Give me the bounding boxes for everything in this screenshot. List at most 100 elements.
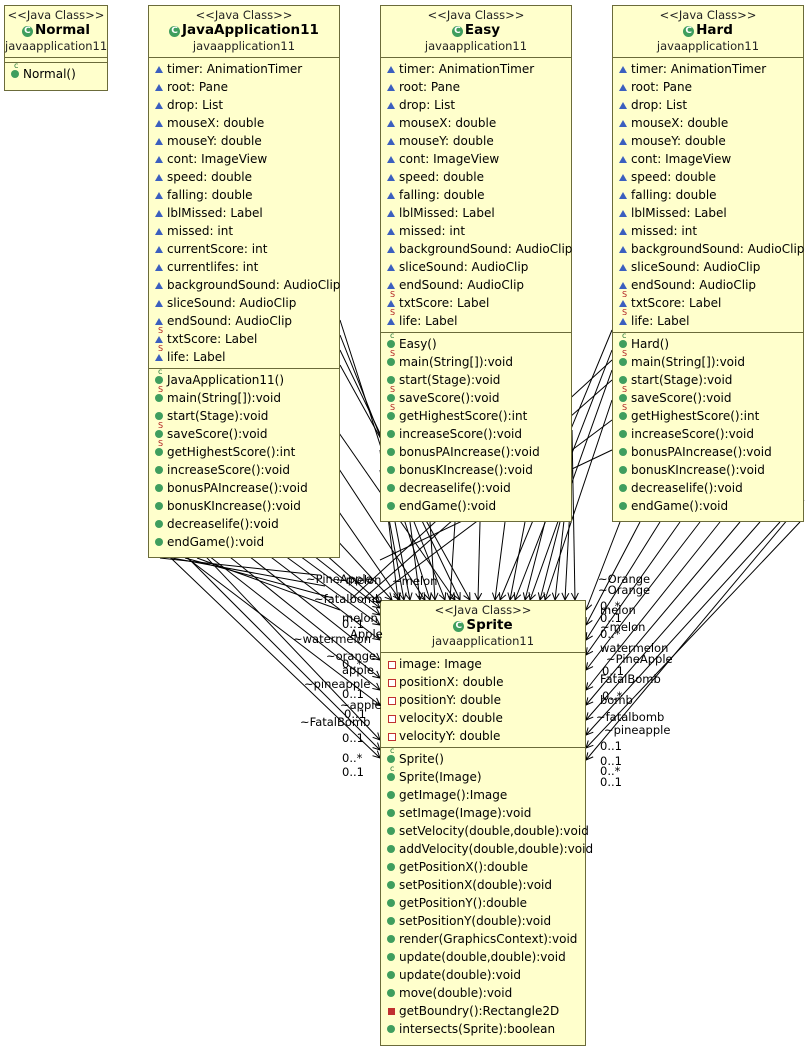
attribute-row[interactable]: mouseY: double: [149, 132, 339, 150]
operation-row[interactable]: update(double,double):void: [381, 948, 585, 966]
attribute-row[interactable]: falling: double: [381, 186, 571, 204]
attribute-row[interactable]: positionX: double: [381, 673, 585, 691]
operation-row[interactable]: getPositionX():double: [381, 858, 585, 876]
operation-row[interactable]: endGame():void: [149, 533, 339, 551]
attribute-row[interactable]: mouseX: double: [381, 114, 571, 132]
attribute-row[interactable]: drop: List: [613, 96, 803, 114]
operation-row[interactable]: getBoundry():Rectangle2D: [381, 1002, 585, 1020]
operation-row[interactable]: update(double):void: [381, 966, 585, 984]
attribute-row[interactable]: backgroundSound: AudioClip: [149, 276, 340, 294]
attribute-row[interactable]: image: Image: [381, 655, 585, 673]
attribute-row[interactable]: mouseY: double: [381, 132, 571, 150]
operation-row[interactable]: getImage():Image: [381, 786, 585, 804]
attribute-row[interactable]: missed: int: [381, 222, 571, 240]
attribute-row[interactable]: speed: double: [613, 168, 803, 186]
attribute-row[interactable]: lblMissed: Label: [381, 204, 571, 222]
operation-row[interactable]: start(Stage):void: [381, 371, 571, 389]
attribute-row[interactable]: timer: AnimationTimer: [613, 60, 803, 78]
attribute-row[interactable]: endSound: AudioClip: [381, 276, 571, 294]
attribute-row[interactable]: mouseY: double: [613, 132, 803, 150]
operation-row[interactable]: increaseScore():void: [381, 425, 571, 443]
attribute-row[interactable]: root: Pane: [149, 78, 339, 96]
attribute-row[interactable]: drop: List: [149, 96, 339, 114]
operation-row[interactable]: render(GraphicsContext):void: [381, 930, 585, 948]
attribute-row[interactable]: lblMissed: Label: [613, 204, 803, 222]
attribute-row[interactable]: backgroundSound: AudioClip: [381, 240, 572, 258]
attribute-row[interactable]: velocityX: double: [381, 709, 585, 727]
attribute-row[interactable]: positionY: double: [381, 691, 585, 709]
operation-row[interactable]: bonusPAIncrease():void: [381, 443, 571, 461]
attribute-row[interactable]: timer: AnimationTimer: [149, 60, 339, 78]
attribute-row[interactable]: endSound: AudioClip: [613, 276, 803, 294]
operation-row[interactable]: setImage(Image):void: [381, 804, 585, 822]
operation-row[interactable]: decreaselife():void: [613, 479, 803, 497]
operation-row[interactable]: endGame():void: [613, 497, 803, 515]
operation-row[interactable]: increaseScore():void: [613, 425, 803, 443]
operation-row[interactable]: addVelocity(double,double):void: [381, 840, 593, 858]
attribute-row[interactable]: speed: double: [381, 168, 571, 186]
attribute-row[interactable]: currentlifes: int: [149, 258, 339, 276]
attribute-row[interactable]: missed: int: [613, 222, 803, 240]
operation-row[interactable]: setVelocity(double,double):void: [381, 822, 589, 840]
attribute-row[interactable]: drop: List: [381, 96, 571, 114]
attribute-row[interactable]: falling: double: [149, 186, 339, 204]
operation-row[interactable]: bonusKIncrease():void: [613, 461, 803, 479]
attribute-row[interactable]: cont: ImageView: [613, 150, 803, 168]
operation-row[interactable]: move(double):void: [381, 984, 585, 1002]
attribute-row[interactable]: lblMissed: Label: [149, 204, 339, 222]
operation-row[interactable]: start(Stage):void: [149, 407, 339, 425]
attribute-row[interactable]: sliceSound: AudioClip: [613, 258, 803, 276]
operation-row[interactable]: intersects(Sprite):boolean: [381, 1020, 585, 1038]
attribute-row[interactable]: falling: double: [613, 186, 803, 204]
operation-row[interactable]: start(Stage):void: [613, 371, 803, 389]
attribute-row[interactable]: velocityY: double: [381, 727, 585, 745]
operation-row[interactable]: getPositionY():double: [381, 894, 585, 912]
attribute-row[interactable]: backgroundSound: AudioClip: [613, 240, 804, 258]
attribute-row[interactable]: cont: ImageView: [381, 150, 571, 168]
attribute-row[interactable]: timer: AnimationTimer: [381, 60, 571, 78]
operation-row[interactable]: bonusKIncrease():void: [149, 497, 339, 515]
operation-row[interactable]: bonusPAIncrease():void: [613, 443, 803, 461]
operation-row[interactable]: bonusKIncrease():void: [381, 461, 571, 479]
attribute-row[interactable]: mouseX: double: [149, 114, 339, 132]
attribute-row[interactable]: root: Pane: [613, 78, 803, 96]
attribute-row[interactable]: endSound: AudioClip: [149, 312, 339, 330]
operation-row[interactable]: decreaselife():void: [381, 479, 571, 497]
operation-row[interactable]: increaseScore():void: [149, 461, 339, 479]
operation-row[interactable]: decreaselife():void: [149, 515, 339, 533]
attribute-row[interactable]: mouseX: double: [613, 114, 803, 132]
operation-row[interactable]: endGame():void: [381, 497, 571, 515]
attribute-row[interactable]: sliceSound: AudioClip: [381, 258, 571, 276]
attribute-row[interactable]: speed: double: [149, 168, 339, 186]
attribute-row[interactable]: root: Pane: [381, 78, 571, 96]
attribute-row[interactable]: cont: ImageView: [149, 150, 339, 168]
attribute-row[interactable]: missed: int: [149, 222, 339, 240]
operation-row[interactable]: setPositionY(double):void: [381, 912, 585, 930]
operation-row[interactable]: setPositionX(double):void: [381, 876, 585, 894]
